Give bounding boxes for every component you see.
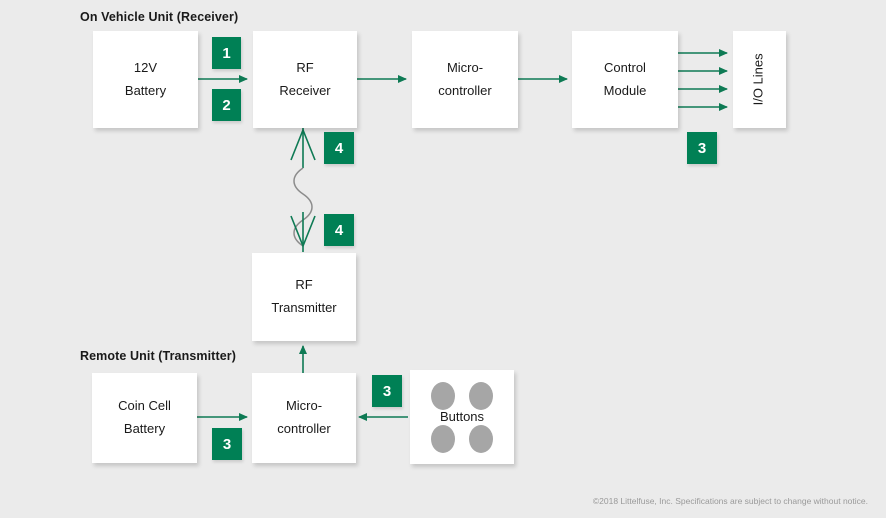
badge-4-antenna-upper[interactable]: 4 [324, 132, 354, 164]
block-rf-receiver[interactable]: RF Receiver [253, 31, 357, 128]
rf-wave-icon [293, 167, 313, 247]
button-dot-icon-top-left[interactable] [431, 382, 455, 410]
block-12v-battery-line2: Battery [124, 82, 167, 98]
block-control-module-line1: Control [604, 59, 646, 75]
section-label-transmitter: Remote Unit (Transmitter) [80, 349, 236, 363]
block-coin-cell-battery[interactable]: Coin Cell Battery [92, 373, 197, 463]
badge-1-battery-to-rf[interactable]: 1 [212, 37, 241, 69]
block-rf-receiver-line2: Receiver [279, 82, 331, 98]
block-rf-transmitter-line1: RF [295, 277, 313, 293]
block-12v-battery[interactable]: 12V Battery [93, 31, 198, 128]
block-control-module-text: Control Module [604, 34, 647, 125]
block-microcontroller-receiver-line1: Micro- [446, 59, 484, 75]
block-rf-transmitter[interactable]: RF Transmitter [252, 253, 356, 341]
button-dot-icon-bottom-left[interactable] [431, 425, 455, 453]
block-coin-cell-battery-text: Coin Cell Battery [118, 373, 171, 464]
block-12v-battery-line1: 12V [133, 59, 158, 75]
block-buttons[interactable]: Buttons [410, 370, 514, 464]
block-microcontroller-receiver-line2: controller [438, 82, 492, 98]
block-io-lines[interactable]: I/O Lines [733, 31, 786, 128]
block-control-module-line2: Module [603, 82, 647, 98]
block-control-module[interactable]: Control Module [572, 31, 678, 128]
block-io-lines-label: I/O Lines [751, 53, 767, 106]
block-coin-cell-battery-line2: Battery [123, 421, 166, 436]
badge-3-buttons-mcu[interactable]: 3 [372, 375, 402, 407]
block-microcontroller-transmitter-text: Micro- controller [277, 373, 330, 464]
block-microcontroller-transmitter-line2: controller [277, 421, 331, 436]
section-label-receiver: On Vehicle Unit (Receiver) [80, 10, 239, 24]
block-rf-transmitter-text: RF Transmitter [271, 252, 336, 343]
block-io-lines-text: I/O Lines [748, 53, 771, 105]
block-buttons-label: Buttons [439, 409, 485, 424]
block-rf-receiver-line1: RF [296, 59, 314, 75]
block-microcontroller-transmitter[interactable]: Micro- controller [252, 373, 356, 463]
badge-3-coin-cell-mcu[interactable]: 3 [212, 428, 242, 460]
badge-4-antenna-lower[interactable]: 4 [324, 214, 354, 246]
block-rf-transmitter-line2: Transmitter [271, 300, 337, 315]
antenna-transmit-icon [290, 212, 316, 252]
block-microcontroller-transmitter-line1: Micro- [285, 398, 323, 414]
footer-copyright: ©2018 Littelfuse, Inc. Specifications ar… [592, 496, 868, 506]
badge-3-control-module-io[interactable]: 3 [687, 132, 717, 164]
badge-2-battery-to-rf[interactable]: 2 [212, 89, 241, 121]
block-12v-battery-text: 12V Battery [125, 34, 166, 125]
block-rf-receiver-text: RF Receiver [279, 34, 330, 125]
block-microcontroller-receiver[interactable]: Micro- controller [412, 31, 518, 128]
button-dot-icon-bottom-right[interactable] [469, 425, 493, 453]
block-coin-cell-battery-line1: Coin Cell [118, 398, 171, 414]
block-microcontroller-receiver-text: Micro- controller [438, 34, 491, 125]
antenna-receive-icon [290, 127, 316, 168]
button-dot-icon-top-right[interactable] [469, 382, 493, 410]
